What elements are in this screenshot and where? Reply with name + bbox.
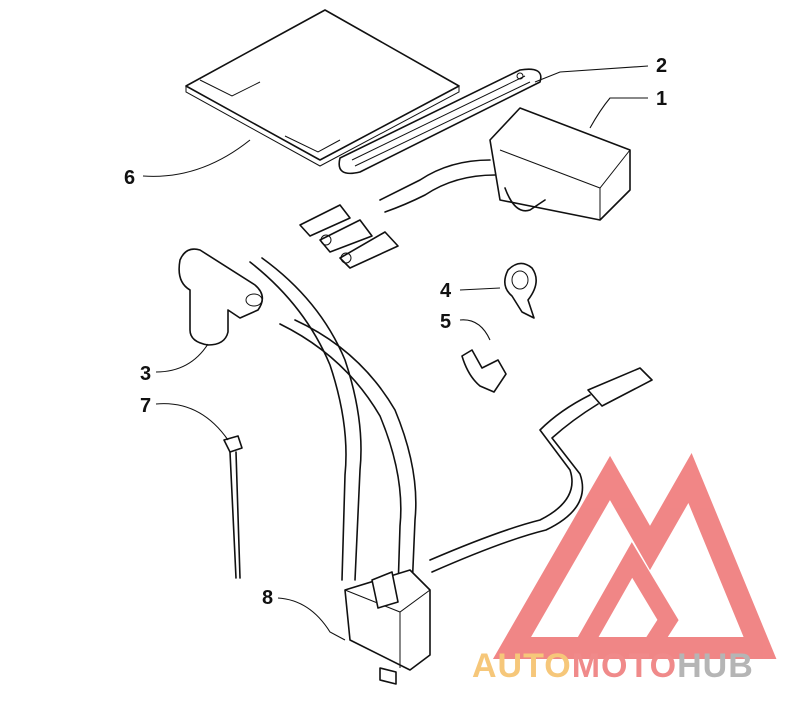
- part-7-cable-tie: [223, 435, 243, 579]
- callout-4: 4: [440, 280, 452, 302]
- callout-labels: 1 2 3 4 5 6 7 8: [124, 55, 667, 609]
- part-6-manual: [185, 9, 460, 167]
- part-8-ignition-coil: [249, 257, 653, 685]
- watermark-hub: HUB: [677, 647, 754, 685]
- part-1-cdi-box: [299, 107, 631, 269]
- callout-7: 7: [140, 395, 151, 417]
- callout-8: 8: [262, 587, 273, 609]
- watermark-text: AUTOMOTOHUB: [472, 647, 754, 685]
- part-3-plug-cap: [178, 248, 264, 346]
- part-5-clip: [461, 349, 507, 393]
- part-2-strap: [338, 68, 542, 175]
- callout-6: 6: [124, 167, 135, 189]
- callout-5: 5: [440, 311, 451, 333]
- callout-3: 3: [140, 363, 151, 385]
- watermark-moto: MOTO: [572, 647, 677, 685]
- callout-2: 2: [656, 55, 667, 77]
- callout-1: 1: [656, 88, 667, 110]
- watermark-auto: AUTO: [472, 647, 572, 685]
- leader-lines: [142, 65, 649, 641]
- part-4-clamp: [504, 262, 537, 319]
- watermark-logo-icon: [492, 453, 777, 659]
